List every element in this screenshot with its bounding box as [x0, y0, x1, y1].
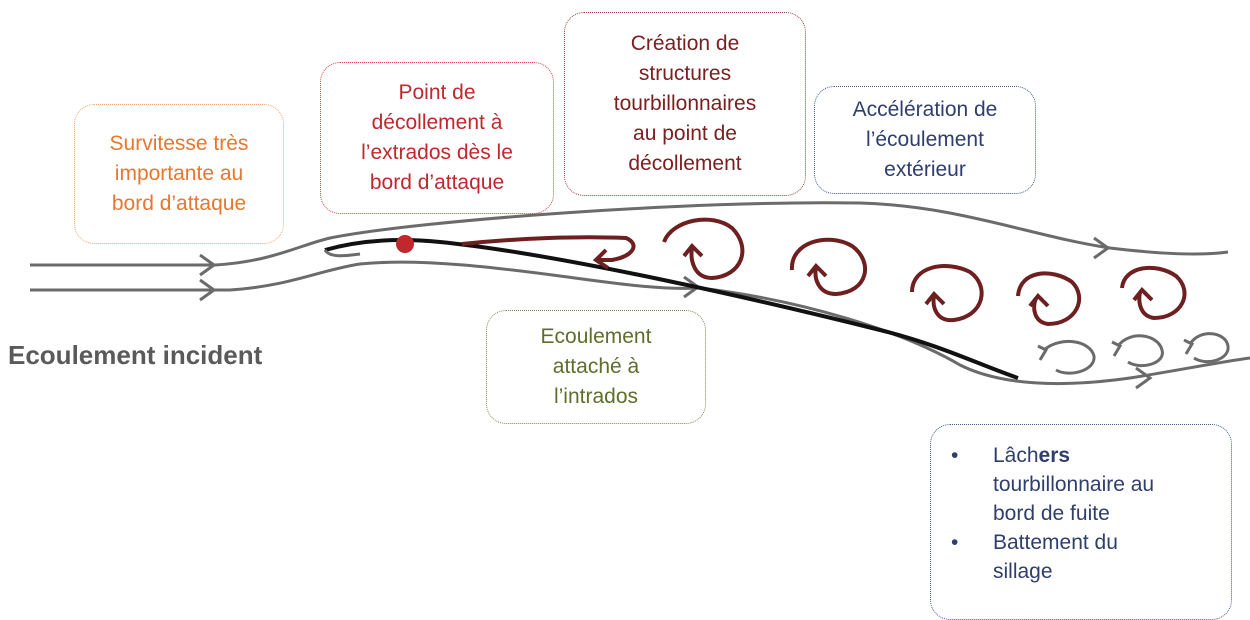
shear-layer-vortex [461, 235, 636, 262]
bullet-marker: • [951, 531, 959, 554]
diagram-title: Ecoulement incident [8, 340, 263, 370]
vortex-5 [1120, 266, 1187, 321]
vortex-1 [662, 217, 745, 281]
airfoil-leading-edge [323, 249, 361, 258]
vortex-4 [1016, 271, 1082, 327]
bullet-1-bold: ers [1038, 444, 1071, 467]
shear-layer-arrowhead [592, 248, 610, 270]
acceleration-label: Accélération de l’écoulement extérieur [852, 98, 998, 181]
wake-vortex-1 [1037, 339, 1096, 375]
decollement-label: Point de décollement à l’extrados dès le… [361, 81, 513, 194]
attache-label: Ecoulement attaché à l’intrados [540, 325, 652, 408]
bullet-marker: • [951, 444, 959, 467]
bullet-item-lachers: • Lâchers tourbillonnaire au bord de fui… [951, 441, 1221, 528]
incident-streamline-bottom [30, 260, 701, 292]
wake-vortex-2 [1111, 334, 1164, 367]
bullet-2-label: Battement du sillage [993, 531, 1118, 583]
vortex-2 [789, 237, 868, 297]
wake-bullets-box: • Lâchers tourbillonnaire au bord de fui… [930, 424, 1232, 620]
wake-bullet-list: • Lâchers tourbillonnaire au bord de fui… [951, 441, 1221, 586]
arrowhead-2 [199, 278, 217, 302]
bullet-1-prefix: Lâch [993, 444, 1039, 467]
decollement-box: Point de décollement à l’extrados dès le… [320, 62, 554, 214]
arrowhead-4 [1093, 236, 1111, 260]
vortex-3 [910, 264, 984, 323]
bullet-1-rest: tourbillonnaire au bord de fuite [993, 473, 1155, 525]
survitesse-label: Survitesse très importante au bord d’att… [109, 132, 249, 215]
acceleration-box: Accélération de l’écoulement extérieur [814, 86, 1036, 194]
attache-box: Ecoulement attaché à l’intrados [486, 310, 706, 424]
separation-point [396, 235, 414, 253]
bullet-item-battement: • Battement du sillage [951, 528, 1221, 586]
survitesse-box: Survitesse très importante au bord d’att… [74, 104, 284, 244]
wake-vortex-3 [1183, 332, 1230, 363]
creation-label: Création de structures tourbillonnaires … [613, 32, 757, 175]
creation-box: Création de structures tourbillonnaires … [564, 12, 806, 196]
arrowhead-5 [1135, 366, 1153, 390]
attached-streamline [699, 286, 1250, 386]
arrowhead-1 [199, 253, 217, 277]
